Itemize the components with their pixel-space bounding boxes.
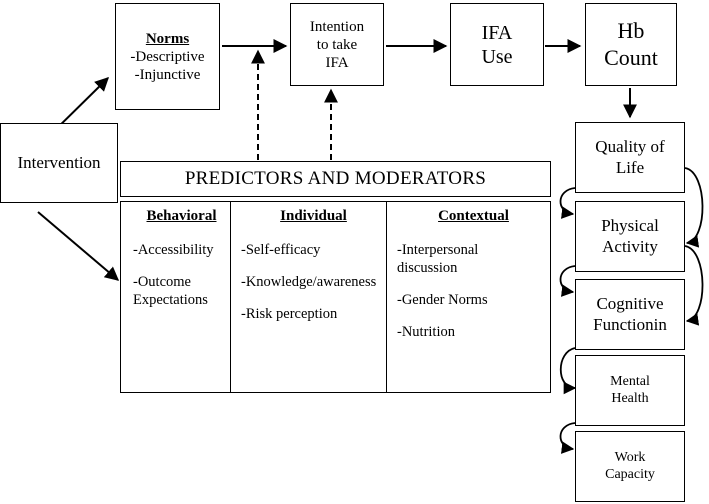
outcome-line: Activity [602, 236, 658, 256]
column-behavioral-title: Behavioral [146, 208, 217, 224]
curve-left-3 [559, 422, 576, 454]
outcome-line: Work [614, 449, 646, 465]
outcome-mental-health: Mental Health [575, 355, 685, 426]
norms-title: Norms [145, 30, 190, 47]
curve-right-2 [684, 245, 704, 326]
column-individual-item: -Knowledge/awareness [241, 274, 377, 291]
outcome-line: Life [615, 157, 645, 177]
column-contextual-item: -Gender Norms [397, 292, 488, 309]
hb-count-box: Hb Count [585, 3, 677, 86]
column-behavioral-item: -Outcome Expectations [133, 274, 208, 309]
ifa-use-line-2: Use [481, 45, 513, 68]
hb-count-line-2: Count [604, 44, 658, 70]
column-contextual: Contextual -Interpersonal discussion -Ge… [387, 202, 550, 392]
outcome-quality-of-life: Quality of Life [575, 122, 685, 193]
outcome-line: Quality of [595, 137, 665, 157]
column-divider [386, 202, 387, 392]
curve-right-1 [684, 167, 704, 248]
norms-item-descriptive: -Descriptive [130, 48, 205, 65]
outcome-line: Capacity [605, 466, 655, 482]
outcome-work-capacity: Work Capacity [575, 431, 685, 502]
curve-left-1 [559, 187, 576, 219]
intention-line-3: IFA [325, 54, 349, 71]
intervention-box: Intervention [0, 123, 118, 203]
column-individual-item: -Risk perception [241, 306, 338, 323]
outcome-line: Physical [601, 216, 659, 236]
column-contextual-item: -Interpersonal discussion [397, 242, 479, 277]
curve-left-2 [559, 265, 576, 297]
norms-box: Norms -Descriptive -Injunctive [115, 3, 220, 110]
hb-count-line-1: Hb [617, 18, 645, 44]
outcome-physical-activity: Physical Activity [575, 201, 685, 272]
predictors-table: Behavioral -Accessibility -Outcome Expec… [120, 201, 551, 393]
norms-item-injunctive: -Injunctive [134, 66, 201, 83]
predictors-title-box: PREDICTORS AND MODERATORS [120, 161, 551, 197]
intention-line-1: Intention [309, 18, 365, 35]
intervention-label: Intervention [17, 152, 101, 172]
intention-line-2: to take [316, 36, 358, 53]
column-contextual-title: Contextual [438, 208, 509, 224]
column-divider [230, 202, 231, 392]
column-behavioral: Behavioral -Accessibility -Outcome Expec… [121, 202, 230, 392]
intention-box: Intention to take IFA [290, 3, 384, 86]
predictors-title: PREDICTORS AND MODERATORS [184, 167, 487, 189]
outcome-line: Health [611, 390, 649, 406]
outcome-line: Functionin [593, 314, 667, 334]
curve-left-4 [560, 347, 577, 395]
arrow-intervention-to-predictors [37, 211, 120, 281]
outcome-cognitive-functioning: Cognitive Functionin [575, 279, 685, 350]
ifa-use-box: IFA Use [450, 3, 544, 86]
column-behavioral-item: -Accessibility [133, 242, 214, 258]
column-contextual-item: -Nutrition [397, 324, 455, 341]
column-individual: Individual -Self-efficacy -Knowledge/awa… [231, 202, 386, 392]
ifa-use-line-1: IFA [481, 21, 513, 44]
column-individual-item: -Self-efficacy [241, 242, 321, 258]
outcome-line: Cognitive [596, 294, 664, 314]
column-individual-title: Individual [280, 208, 347, 224]
outcome-line: Mental [610, 373, 650, 389]
